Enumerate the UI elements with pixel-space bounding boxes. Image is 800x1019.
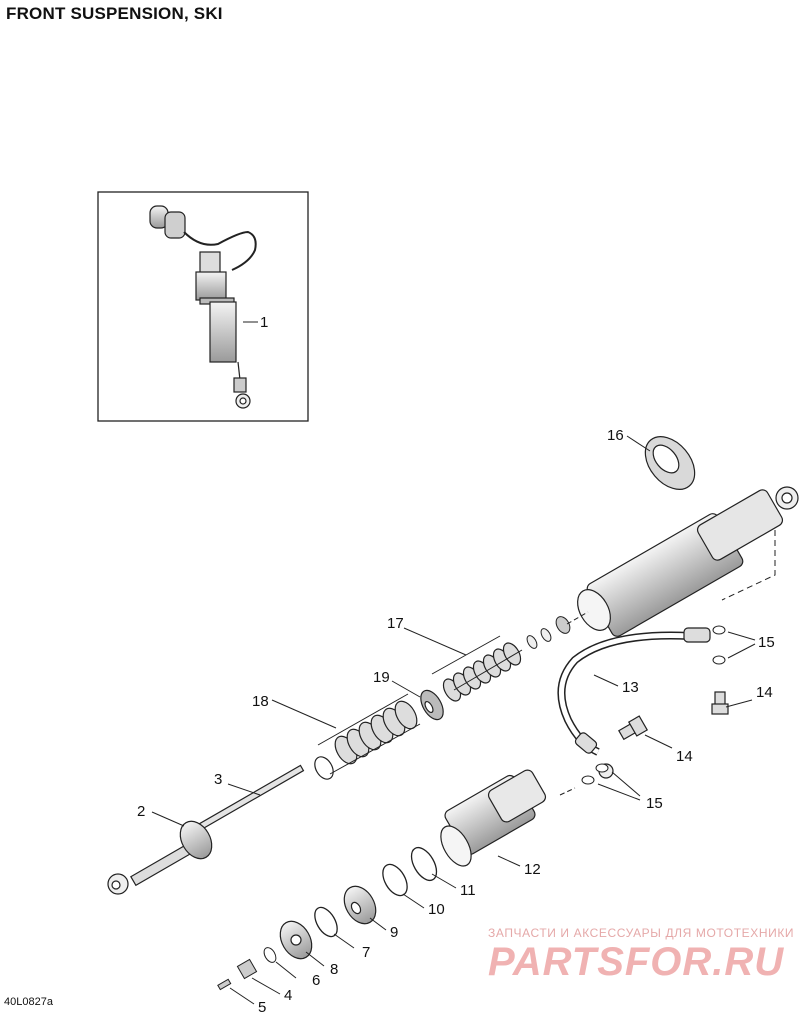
callout-16: 16 [607, 427, 624, 444]
part-8-cap[interactable] [274, 916, 318, 965]
part-4-nut[interactable] [236, 958, 258, 980]
callout-9: 9 [390, 924, 398, 941]
callout-12: 12 [524, 861, 541, 878]
shock-body-reservoir[interactable] [571, 486, 799, 638]
callout-7: 7 [362, 944, 370, 961]
part-15-seal-washers[interactable] [581, 625, 726, 785]
part-9-end-cap[interactable] [338, 881, 382, 930]
callout-15-upper: 15 [758, 634, 775, 651]
part-12-shock-body[interactable] [435, 768, 548, 871]
callout-4: 4 [284, 987, 292, 1004]
callout-18: 18 [252, 693, 269, 710]
inset-frame [97, 191, 309, 422]
callout-11: 11 [460, 882, 476, 899]
part-2-eyelet-rod[interactable] [107, 816, 218, 895]
diagram-reference-code: 40L0827a [4, 996, 53, 1008]
part-7-o-ring[interactable] [310, 904, 342, 941]
callout-17: 17 [387, 615, 404, 632]
small-washers-nut[interactable] [525, 614, 573, 650]
watermark-tagline: ЗАПЧАСТИ И АКСЕССУАРЫ ДЛЯ МОТОТЕХНИКИ [488, 926, 795, 940]
callout-14-upper: 14 [756, 684, 773, 701]
part-3-shaft[interactable] [195, 764, 305, 832]
callout-5: 5 [258, 999, 266, 1016]
part-19-piston[interactable] [416, 687, 448, 724]
part-10-snap-ring[interactable] [378, 860, 412, 899]
part-18-spring[interactable] [311, 698, 421, 783]
part-6-o-ring[interactable] [262, 946, 279, 965]
callout-2: 2 [137, 803, 145, 820]
part-11-o-ring[interactable] [406, 843, 441, 884]
callout-1: 1 [260, 314, 268, 331]
watermark-logo: PARTSFOR.RU [488, 940, 785, 984]
assembled-shock-absorber[interactable] [149, 205, 257, 409]
callout-14-lower: 14 [676, 748, 693, 765]
callout-13: 13 [622, 679, 639, 696]
callout-19: 19 [373, 669, 390, 686]
callout-3: 3 [214, 771, 222, 788]
part-14-banjo-bolt[interactable] [618, 691, 729, 741]
callout-6: 6 [312, 972, 320, 989]
part-5-screw[interactable] [217, 978, 232, 991]
callout-8: 8 [330, 961, 338, 978]
page-title: FRONT SUSPENSION, SKI [6, 4, 223, 23]
part-17-spring[interactable] [440, 640, 524, 704]
callout-10: 10 [428, 901, 445, 918]
part-13-hose[interactable] [557, 627, 711, 779]
callout-15-lower: 15 [646, 795, 663, 812]
part-16-washer[interactable] [635, 427, 704, 499]
